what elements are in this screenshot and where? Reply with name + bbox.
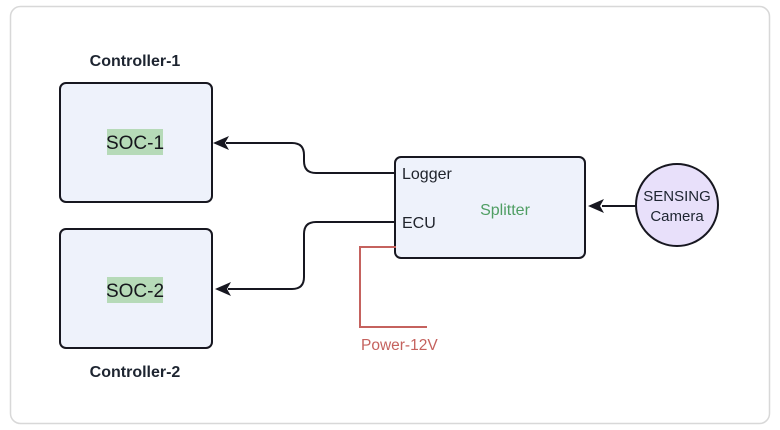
camera-label-line2: Camera — [650, 208, 704, 225]
edge-ecu-to-controller2 — [215, 221, 395, 296]
edge-logger-to-controller1 — [213, 136, 395, 174]
splitter-port-ecu-label: ECU — [402, 215, 436, 232]
soc-1-highlight — [107, 129, 163, 155]
splitter-box — [394, 156, 586, 259]
controller-2-title: Controller-2 — [90, 364, 181, 381]
splitter-label: Splitter — [480, 202, 530, 219]
soc-2-label: SOC-2 — [106, 281, 164, 302]
power-12v-line — [359, 246, 427, 328]
edge-camera-to-splitter — [588, 199, 636, 213]
arrowhead-into-soc2 — [215, 282, 231, 296]
soc-1-label: SOC-1 — [106, 133, 164, 154]
power-12v-label: Power-12V — [361, 337, 438, 354]
sensing-camera-node — [635, 163, 719, 247]
splitter-port-logger-label: Logger — [402, 166, 452, 183]
edge-logger-line — [226, 142, 395, 174]
soc-2-highlight — [107, 277, 163, 303]
arrowhead-into-splitter — [588, 199, 604, 213]
edge-ecu-line — [228, 221, 395, 290]
controller-1-title: Controller-1 — [90, 53, 181, 70]
camera-label-line1: SENSING — [643, 188, 711, 205]
arrowhead-into-soc1 — [213, 136, 229, 150]
